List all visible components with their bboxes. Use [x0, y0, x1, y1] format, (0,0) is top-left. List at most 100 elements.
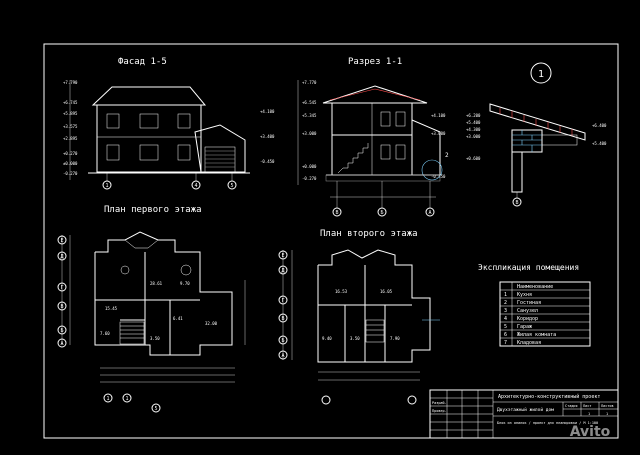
- svg-text:28.61: 28.61: [150, 281, 163, 286]
- svg-text:Б: Б: [60, 328, 63, 334]
- svg-text:+3.000: +3.000: [302, 131, 317, 136]
- svg-text:1: 1: [504, 292, 507, 298]
- svg-text:+0.270: +0.270: [63, 151, 78, 156]
- svg-text:А: А: [60, 341, 63, 347]
- svg-text:В: В: [60, 304, 63, 310]
- svg-text:Д: Д: [60, 254, 63, 260]
- section-levels-left: +7.770 +6.545 +5.345 +3.000 +0.000 -0.27…: [302, 80, 317, 181]
- plan1-stair: [119, 321, 145, 345]
- svg-text:А: А: [281, 353, 284, 359]
- svg-text:Жилая комната: Жилая комната: [517, 332, 556, 338]
- svg-text:Д: Д: [281, 268, 284, 274]
- facade-levels-right: +4.100 +3.400 -0.450: [260, 109, 275, 164]
- svg-text:+6.200: +6.200: [466, 113, 481, 118]
- svg-text:+0.000: +0.000: [302, 164, 317, 169]
- svg-text:7.60: 7.60: [100, 331, 110, 336]
- detail-rafter: [489, 103, 586, 141]
- svg-text:В: В: [515, 200, 518, 206]
- svg-text:+3.400: +3.400: [260, 134, 275, 139]
- section-axes: В Б А: [330, 181, 436, 217]
- svg-text:Провер.: Провер.: [432, 409, 447, 413]
- svg-text:Разраб.: Разраб.: [432, 400, 447, 405]
- explication-title: Экспликация помещения: [478, 263, 579, 272]
- svg-text:+6.545: +6.545: [302, 100, 317, 105]
- plan1-title: План первого этажа: [104, 205, 202, 215]
- plan2-title: План второго этажа: [320, 229, 418, 239]
- detail-callout-circle: [421, 159, 443, 181]
- garage-door: [204, 146, 236, 173]
- facade-view: Фасад 1-5 +7.790 +6.745 +5.895 +3.575 +2…: [63, 57, 275, 190]
- svg-text:+4.100: +4.100: [431, 113, 446, 118]
- svg-text:Коридор: Коридор: [517, 316, 538, 322]
- svg-text:+5.400: +5.400: [592, 141, 607, 146]
- section-levels-right: +4.100 +3.000 -0.450: [431, 113, 446, 179]
- svg-text:-0.270: -0.270: [63, 171, 78, 176]
- sheet-name: Двухэтажный жилой дом: [497, 407, 554, 413]
- callout-2-label: 2: [445, 152, 449, 159]
- facade-walls: [96, 104, 202, 173]
- explication-header: Наименование: [517, 284, 553, 290]
- sheet-note: Блок из опилок / проект для планировки /…: [497, 421, 598, 425]
- svg-text:+6.745: +6.745: [63, 100, 78, 105]
- svg-text:-0.270: -0.270: [302, 176, 317, 181]
- plan1-room-areas: 28.61 9.70 15.45 32.00 6.41 3.50 7.60: [100, 281, 218, 341]
- svg-text:3: 3: [504, 308, 507, 314]
- svg-text:+3.575: +3.575: [63, 124, 78, 129]
- plan1-fixture: [180, 264, 192, 276]
- svg-text:1: 1: [106, 396, 109, 402]
- svg-text:9.70: 9.70: [180, 281, 190, 286]
- svg-text:+0.600: +0.600: [466, 156, 481, 161]
- facade-title: Фасад 1-5: [118, 57, 167, 67]
- svg-text:5: 5: [230, 183, 233, 189]
- svg-text:Е: Е: [60, 238, 63, 244]
- plan1-left-axes: Е Д Г В Б А: [57, 235, 67, 348]
- svg-text:32.00: 32.00: [205, 321, 218, 326]
- svg-text:1: 1: [606, 412, 608, 416]
- svg-text:5: 5: [504, 324, 507, 330]
- facade-window: [139, 144, 159, 161]
- svg-text:+7.770: +7.770: [302, 80, 317, 85]
- plan1-bottom-axes: 1 1 5: [103, 393, 161, 413]
- detail-number-circle: [530, 62, 552, 84]
- svg-text:Листов: Листов: [601, 404, 614, 408]
- svg-text:+4.300: +4.300: [466, 127, 481, 132]
- svg-text:4: 4: [504, 316, 507, 322]
- section-title: Разрез 1-1: [348, 57, 402, 67]
- svg-text:7.90: 7.90: [390, 336, 400, 341]
- plan1-fixture: [120, 265, 130, 275]
- svg-text:5: 5: [154, 406, 157, 412]
- facade-window: [177, 144, 191, 161]
- facade-window: [106, 144, 120, 161]
- svg-text:В: В: [335, 210, 338, 216]
- svg-text:16.53: 16.53: [335, 289, 348, 294]
- facade-levels-left: +7.790 +6.745 +5.895 +3.575 +2.895 +0.27…: [63, 80, 78, 180]
- plan2-stair: [365, 319, 385, 343]
- svg-text:15.45: 15.45: [105, 306, 118, 311]
- svg-text:9.40: 9.40: [322, 336, 332, 341]
- svg-text:2: 2: [504, 300, 507, 306]
- svg-text:-0.450: -0.450: [260, 159, 275, 164]
- svg-text:Лист: Лист: [583, 404, 591, 408]
- svg-text:3.50: 3.50: [150, 336, 160, 341]
- avito-watermark: Avito: [570, 424, 611, 440]
- title-block: Архитектурно-конструктивный проект Двухэ…: [429, 389, 619, 439]
- project-title: Архитектурно-конструктивный проект: [498, 394, 600, 400]
- detail-levels-right: +6.400 +5.400: [592, 123, 607, 146]
- detail-levels-left: +6.200 +5.400 +4.300 +3.000 +0.600: [466, 113, 481, 161]
- svg-text:Стадия: Стадия: [565, 404, 578, 408]
- svg-text:Санузел: Санузел: [517, 308, 538, 314]
- plan1-outer-walls: [94, 231, 233, 356]
- facade-window: [106, 113, 120, 129]
- svg-text:+3.000: +3.000: [431, 131, 446, 136]
- detail-brick-wall: [511, 129, 543, 153]
- svg-text:+5.895: +5.895: [63, 111, 78, 116]
- svg-text:Е: Е: [281, 253, 284, 259]
- svg-text:Б: Б: [380, 210, 383, 216]
- section-garage: [411, 119, 441, 175]
- plan2-room-areas: 16.53 16.05 9.40 7.90 3.50: [322, 289, 400, 341]
- svg-text:Г: Г: [60, 285, 63, 291]
- plan2-left-axes: Е Д Г В Б А: [278, 250, 288, 360]
